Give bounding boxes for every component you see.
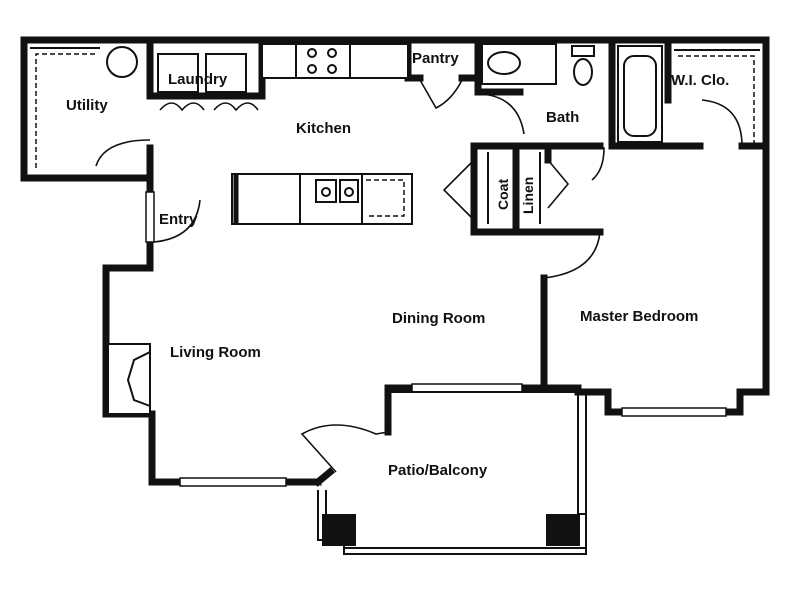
fireplace-icon (107, 343, 151, 415)
label-coat: Coat (495, 179, 511, 210)
label-dining: Dining Room (392, 310, 485, 327)
sink-icon (487, 51, 521, 75)
burner-icon (327, 48, 337, 58)
label-bath: Bath (546, 109, 579, 126)
burner-icon (327, 64, 337, 74)
label-pantry: Pantry (412, 50, 459, 67)
toilet-tank-icon (571, 45, 595, 57)
label-wic: W.I. Clo. (671, 72, 729, 89)
closet-doors (442, 152, 570, 224)
bedroom-door (543, 231, 601, 279)
burner-icon (307, 48, 317, 58)
patio (300, 391, 587, 555)
entry-door (145, 191, 201, 243)
label-patio: Patio/Balcony (388, 462, 488, 479)
utility-fixtures (30, 46, 151, 168)
wic-fixtures (674, 49, 760, 147)
toilet-icon (573, 58, 593, 86)
patio-post (322, 514, 356, 546)
label-utility: Utility (66, 97, 108, 114)
laundry-fixtures (157, 53, 259, 112)
burner-icon (307, 64, 317, 74)
kitchen-island (231, 173, 413, 225)
label-kitchen: Kitchen (296, 120, 351, 137)
kitchen-counter (261, 43, 409, 79)
pantry-door (419, 79, 463, 110)
label-linen: Linen (520, 177, 536, 214)
label-entry: Entry (159, 211, 198, 228)
label-living: Living Room (170, 344, 261, 361)
label-master: Master Bedroom (580, 308, 698, 325)
water-heater-icon (106, 46, 138, 78)
label-laundry: Laundry (168, 71, 228, 88)
bath-fixtures (479, 43, 663, 181)
windows (179, 383, 727, 487)
patio-post (546, 514, 580, 546)
room-labels: Utility Laundry Kitchen Pantry Bath W.I.… (66, 50, 729, 479)
